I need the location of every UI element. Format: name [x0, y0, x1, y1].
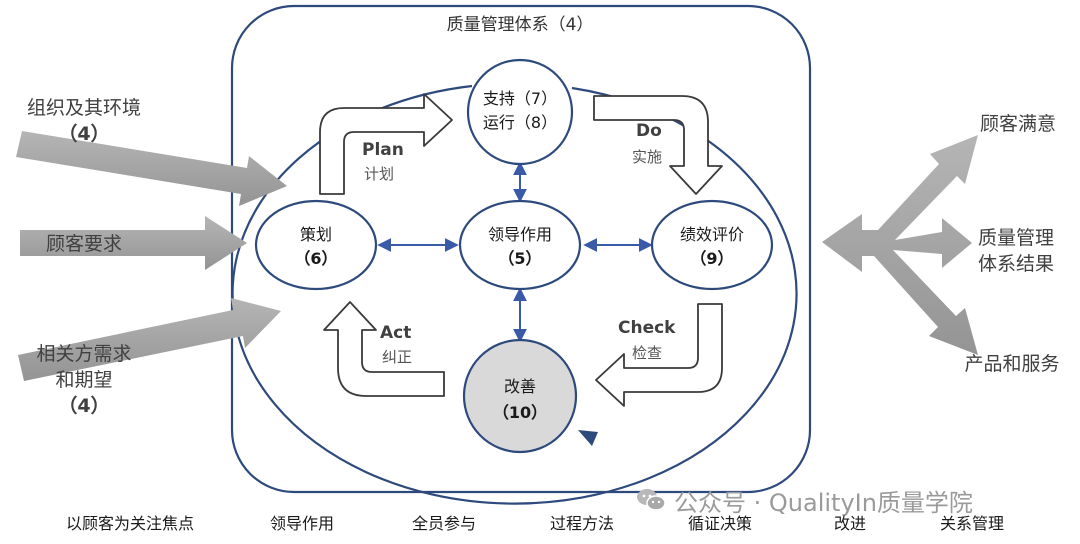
input-label-stakeholders: 相关方需求 和期望 （4） — [36, 343, 131, 417]
plan-subtitle: 计划 — [364, 165, 394, 183]
input-label-environment: 组织及其环境 （4） — [27, 97, 141, 145]
watermark: 公众号 · QualityIn质量学院 — [636, 484, 973, 517]
input-arrow-stakeholders — [18, 298, 281, 381]
principle-improvement: 改进 — [834, 514, 867, 533]
svg-text:顾客要求: 顾客要求 — [46, 233, 122, 255]
svg-text:运行（8）: 运行（8） — [483, 113, 557, 132]
svg-text:体系结果: 体系结果 — [978, 253, 1054, 275]
svg-text:策划: 策划 — [300, 225, 332, 244]
ellipse-arrowhead — [578, 430, 598, 446]
principle-engagement: 全员参与 — [412, 514, 477, 533]
check-label: Check — [618, 318, 676, 338]
output-label-products: 产品和服务 — [964, 353, 1059, 375]
svg-text:（5）: （5） — [498, 249, 541, 268]
svg-text:质量管理: 质量管理 — [978, 227, 1054, 249]
svg-text:相关方需求: 相关方需求 — [36, 343, 131, 365]
svg-text:和期望: 和期望 — [55, 369, 112, 391]
do-label: Do — [636, 121, 662, 141]
node-planning: 策划 （6） — [254, 199, 378, 291]
output-label-qms-results: 质量管理 体系结果 — [978, 227, 1054, 275]
svg-text:（6）: （6） — [294, 249, 337, 268]
principle-evidence-decision: 循证决策 — [688, 514, 753, 533]
svg-text:（9）: （9） — [690, 249, 733, 268]
act-subtitle: 纠正 — [382, 348, 412, 366]
watermark-text: 公众号 · QualityIn质量学院 — [674, 488, 973, 517]
input-arrow-customer — [20, 216, 247, 270]
svg-text:顾客满意: 顾客满意 — [980, 113, 1056, 135]
do-subtitle: 实施 — [632, 148, 662, 166]
svg-text:（4）: （4） — [58, 122, 109, 145]
principle-customer-focus: 以顾客为关注焦点 — [66, 514, 195, 533]
svg-text:改善: 改善 — [504, 377, 536, 396]
svg-text:组织及其环境: 组织及其环境 — [27, 97, 141, 119]
output-label-satisfaction: 顾客满意 — [980, 113, 1056, 135]
node-improvement: 改善 （10） — [462, 338, 578, 454]
do-arrow — [593, 95, 723, 195]
act-arrow — [323, 301, 445, 397]
input-arrow-environment — [16, 131, 287, 206]
act-label: Act — [380, 323, 411, 343]
principles-row: 以顾客为关注焦点 领导作用 全员参与 过程方法 循证决策 改进 关系管理 — [0, 504, 1080, 540]
svg-text:绩效评价: 绩效评价 — [680, 225, 744, 244]
cycle-ellipse — [231, 84, 798, 505]
wechat-icon — [637, 489, 666, 511]
node-leadership: 领导作用 （5） — [458, 199, 582, 291]
output-arrow-fork — [822, 135, 978, 355]
principle-leadership: 领导作用 — [270, 514, 335, 533]
check-subtitle: 检查 — [632, 344, 662, 362]
plan-arrow — [319, 93, 453, 195]
plan-label: Plan — [362, 140, 404, 160]
node-performance: 绩效评价 （9） — [650, 199, 774, 291]
svg-text:（4）: （4） — [58, 394, 109, 417]
svg-text:产品和服务: 产品和服务 — [964, 353, 1059, 375]
check-arrow — [595, 303, 723, 407]
svg-text:（10）: （10） — [493, 403, 547, 422]
svg-text:支持（7）: 支持（7） — [483, 89, 557, 108]
node-support: 支持（7） 运行（8） — [466, 58, 574, 166]
qms-title: 质量管理体系（4） — [447, 15, 594, 35]
principle-process-approach: 过程方法 — [550, 514, 615, 533]
principle-relationship: 关系管理 — [940, 514, 1005, 533]
svg-text:领导作用: 领导作用 — [488, 225, 552, 244]
input-label-customer: 顾客要求 — [46, 233, 122, 255]
